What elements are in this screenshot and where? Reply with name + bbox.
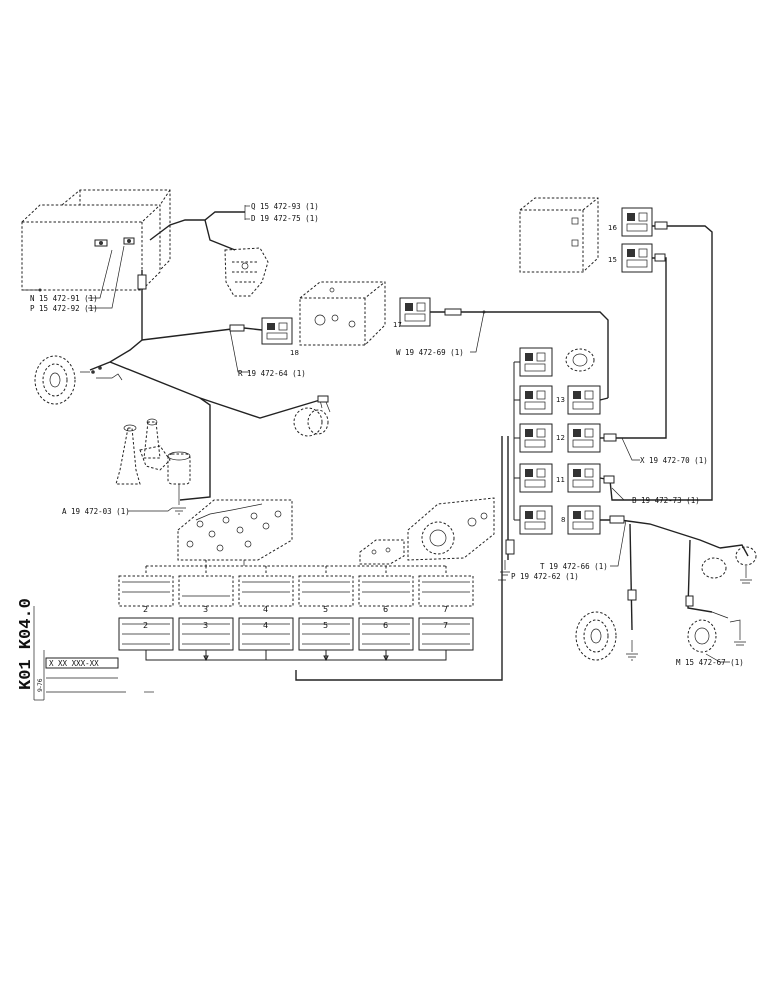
relay-18-icon xyxy=(261,317,293,345)
callout-d: D 19 472-75 (1) xyxy=(251,214,319,223)
relay-column: 13 12 11 xyxy=(519,347,601,535)
relay-11-number: 11 xyxy=(556,476,565,484)
part-number: X XX XXX-XX xyxy=(49,659,99,668)
callout-p19: P 19 472-62 (1) xyxy=(511,572,579,581)
relay-12b-icon xyxy=(567,423,601,453)
module-upper-5-number: 5 xyxy=(323,605,328,614)
callout-t: T 19 472-66 (1) xyxy=(540,562,608,571)
module-lower-4-number: 4 xyxy=(263,621,268,630)
battery-assembly xyxy=(21,189,171,292)
relay-12-number: 12 xyxy=(556,434,565,442)
module-lower-3-number: 3 xyxy=(203,621,208,630)
callout-n: N 15 472-91 (1) xyxy=(30,294,98,303)
callout-b: B 19 472-73 (1) xyxy=(632,496,700,505)
module-upper-6: 6 xyxy=(358,575,414,614)
lower-module-row: 2 3 4 5 6 7 xyxy=(118,617,474,651)
relay-12-icon xyxy=(519,423,553,453)
horn-assembly-icon xyxy=(115,418,191,515)
callout-r: R 19 472-64 (1) xyxy=(238,369,306,378)
relay-17-icon xyxy=(399,297,431,327)
module-lower-7: 7 xyxy=(418,617,474,651)
module-upper-5: 5 xyxy=(298,575,354,614)
callout-q: Q 15 472-93 (1) xyxy=(251,202,319,211)
relay-8-number: 8 xyxy=(561,516,565,524)
module-upper-7: 7 xyxy=(418,575,474,614)
relay-8-icon xyxy=(519,505,553,535)
headlamp-left-icon xyxy=(34,355,76,405)
callout-m: M 15 472-67 (1) xyxy=(676,658,744,667)
tail-lamp-icon xyxy=(293,395,331,437)
module-lower-6-number: 6 xyxy=(383,621,388,630)
title-block: K01 K04.0 9-76 X XX XXX-XX xyxy=(17,598,154,701)
part-number-box xyxy=(45,657,119,669)
relay-13-number: 13 xyxy=(556,396,565,404)
relay-18-number: 18 xyxy=(290,349,299,357)
connector-bar-icon xyxy=(359,539,405,565)
upper-module-row: 2 3 4 5 6 7 xyxy=(118,575,474,614)
module-upper-4-number: 4 xyxy=(263,605,268,614)
side-lamp-icon xyxy=(701,546,757,584)
module-upper-7-number: 7 xyxy=(443,605,448,614)
control-box-icon xyxy=(519,197,599,273)
sheet-date: 9-76 xyxy=(37,678,44,692)
callout-x: X 19 472-70 (1) xyxy=(640,456,708,465)
gauge-panel-icon xyxy=(407,497,495,561)
callout-a: A 19 472-03 (1) xyxy=(62,507,130,516)
module-lower-5-number: 5 xyxy=(323,621,328,630)
relay-16-icon xyxy=(621,207,653,237)
relay-17-number: 17 xyxy=(393,321,402,329)
module-upper-4: 4 xyxy=(238,575,294,614)
relay-16-number: 16 xyxy=(608,224,617,232)
headlamp-right-icon xyxy=(575,611,617,661)
rear-lamp-right-icon xyxy=(687,619,746,653)
module-lower-3: 3 xyxy=(178,617,234,651)
relay-15-icon xyxy=(621,243,653,273)
module-upper-3: 3 xyxy=(178,575,234,614)
module-upper-2-number: 2 xyxy=(143,605,148,614)
relay-13-icon xyxy=(519,385,553,415)
module-lower-2-number: 2 xyxy=(143,621,148,630)
module-lower-2: 2 xyxy=(118,617,174,651)
callout-p15: P 15 472-92 (1) xyxy=(30,304,98,313)
callout-w: W 19 472-69 (1) xyxy=(396,348,464,357)
relay-11-icon xyxy=(519,463,553,493)
module-upper-2: 2 xyxy=(118,575,174,614)
module-upper-3-number: 3 xyxy=(203,605,208,614)
relay-top-icon xyxy=(519,347,553,377)
starter-motor-icon xyxy=(224,247,269,297)
module-lower-4: 4 xyxy=(238,617,294,651)
module-upper-6-number: 6 xyxy=(383,605,388,614)
relay-15-number: 15 xyxy=(608,256,617,264)
module-lower-7-number: 7 xyxy=(443,621,448,630)
module-lower-6: 6 xyxy=(358,617,414,651)
relay-13b-icon xyxy=(567,385,601,415)
circuit-board-icon xyxy=(177,499,293,561)
module-lower-5: 5 xyxy=(298,617,354,651)
relay-11b-icon xyxy=(567,463,601,493)
relay-8b-icon xyxy=(567,505,601,535)
sheet-code: K01 K04.0 xyxy=(17,598,36,690)
fuse-housing-icon xyxy=(299,281,386,346)
